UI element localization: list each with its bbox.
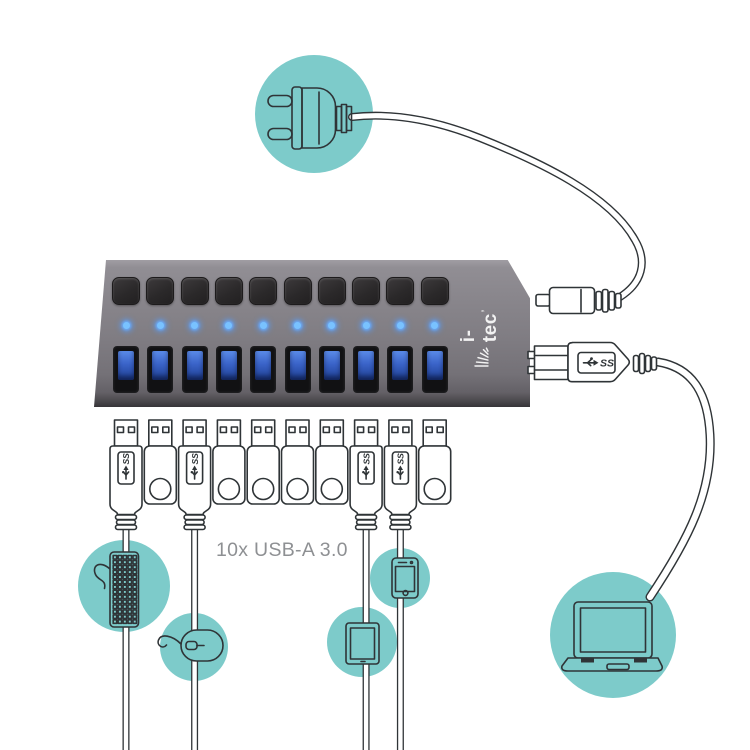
- usb-cable-connector-slot-9: SS: [383, 419, 418, 531]
- usb-cable-connector-slot-3: SS: [177, 419, 212, 531]
- usb-b-cable: [645, 357, 715, 602]
- connector-ss-text: SS: [190, 453, 200, 465]
- tablet-icon: [345, 622, 380, 665]
- hub-led-6: [294, 321, 301, 329]
- itec-logo: i-tec: [458, 297, 501, 369]
- usb-ss-logo: SS: [190, 453, 200, 480]
- hub-led-5: [259, 321, 267, 329]
- connector-ss-text: SS: [396, 453, 406, 465]
- usb-flash-drive-slot-5: [246, 419, 280, 505]
- usb-b-connector: SS: [527, 341, 658, 383]
- hub-port-tongue: [255, 351, 272, 380]
- itec-logo-fan-icon: [474, 347, 489, 367]
- hub-led-9: [396, 321, 404, 329]
- usb-ss-logo: SS: [396, 453, 406, 480]
- hub-button-10: [420, 277, 449, 305]
- hub-port-tongue: [186, 351, 203, 380]
- usb-b-ss-text: SS: [600, 358, 614, 370]
- hub-led-10: [431, 321, 439, 329]
- connector-ss-text: SS: [121, 453, 131, 465]
- hub-port-tongue: [426, 351, 443, 380]
- usb-ss-logo: SS: [121, 453, 131, 480]
- usb-ss-logo: SS: [361, 453, 371, 480]
- hub-led-4: [225, 321, 233, 329]
- usb-flash-drive-slot-2: [143, 419, 178, 505]
- hub-port-2: [147, 346, 174, 393]
- hub-led-7: [328, 321, 336, 329]
- hub-port-tongue: [358, 351, 375, 380]
- usb-cable-connector-slot-8: SS: [349, 419, 383, 531]
- hub-port-tongue: [220, 351, 237, 380]
- laptop-icon: [560, 601, 664, 672]
- smartphone-icon: [391, 557, 419, 599]
- connector-ss-text: SS: [361, 453, 371, 465]
- hub-button-5: [249, 277, 278, 305]
- hub-button-7: [317, 277, 346, 305]
- hub-button-2: [146, 277, 175, 305]
- hub-port-4: [215, 346, 242, 393]
- hub-port-3: [181, 346, 208, 393]
- usb-cable-connector-slot-1: SS: [109, 419, 143, 531]
- hub-port-tongue: [392, 351, 409, 380]
- keyboard-icon: [93, 551, 140, 628]
- hub-port-5: [250, 346, 277, 393]
- hub-port-6: [284, 346, 311, 393]
- hub-button-4: [214, 277, 243, 305]
- hub-led-2: [156, 321, 164, 329]
- usb-flash-drive-slot-4: [212, 419, 246, 505]
- hub-port-7: [318, 346, 345, 393]
- hub-button-6: [283, 277, 312, 305]
- hub-port-tongue: [323, 351, 340, 380]
- hub-button-3: [180, 277, 209, 305]
- hub-port-9: [387, 346, 414, 393]
- keyboard-keys: [112, 554, 138, 625]
- power-plug-bubble: [255, 55, 373, 173]
- dc-power-connector: [535, 286, 622, 315]
- usb-connectors: SS SS SS SS: [109, 419, 452, 531]
- power-plug-icon: [267, 86, 353, 150]
- power-cable: [348, 111, 646, 301]
- usb-flash-drive-slot-6: [280, 419, 315, 505]
- hub-port-tongue: [152, 351, 169, 380]
- hub-led-3: [191, 321, 199, 329]
- usb-flash-drive-slot-7: [314, 419, 349, 505]
- hub-button-8: [352, 277, 381, 305]
- usb-ss-logo: SS: [582, 357, 614, 370]
- mouse-icon: [157, 629, 224, 662]
- hub-port-tongue: [118, 351, 134, 380]
- hub-port-8: [353, 346, 380, 393]
- ports-caption: 10x USB-A 3.0: [216, 539, 348, 561]
- hub-led-1: [122, 321, 130, 329]
- hub-port-1: [113, 346, 139, 393]
- hub-button-1: [112, 277, 140, 305]
- hub-button-9: [386, 277, 415, 305]
- usb-flash-drive-slot-10: [417, 419, 452, 505]
- hub-port-tongue: [289, 351, 306, 380]
- hub-port-10: [421, 346, 448, 393]
- hub-led-8: [362, 321, 370, 329]
